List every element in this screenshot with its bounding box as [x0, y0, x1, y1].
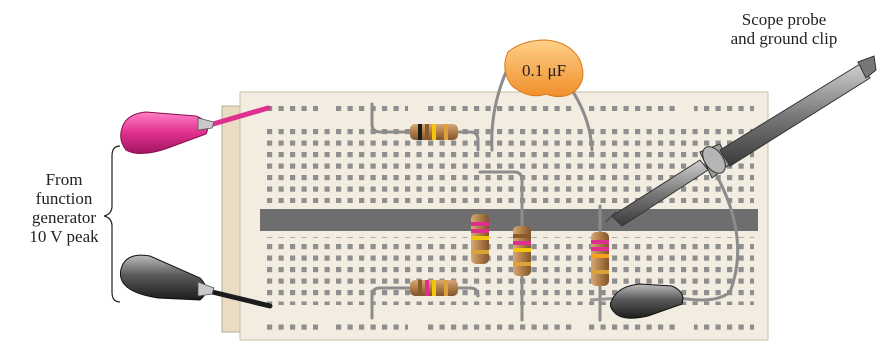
breadboard [221, 91, 769, 341]
source-label-line: 10 V peak [29, 227, 99, 246]
scope-probe-label: Scope probe and ground clip [724, 10, 844, 48]
resistor-vertical-1 [471, 214, 489, 264]
black-alligator-clip [119, 254, 273, 309]
source-label-line: From [45, 170, 83, 189]
capacitor-lead-left [490, 70, 508, 152]
probe-label-line: and ground clip [730, 29, 838, 48]
capacitor: 0.1 μF [504, 39, 584, 98]
resistor-top [410, 124, 458, 140]
wire-mid-1 [478, 170, 524, 228]
wires [370, 70, 740, 322]
wire-top-resistor-right [456, 130, 480, 152]
wire-bottom-right [456, 286, 480, 298]
source-label-line: generator [31, 208, 97, 227]
probe-label-line: Scope probe [741, 10, 827, 29]
wire-top-left [370, 102, 412, 134]
center-channel [260, 209, 758, 231]
wire-bottom-left [370, 286, 412, 320]
resistor-vertical-2 [513, 226, 531, 276]
resistor-bottom [410, 280, 458, 296]
red-alligator-clip [120, 105, 271, 154]
source-label-line: function [35, 189, 93, 208]
scope-probe [605, 55, 877, 227]
function-generator-label: From function generator 10 V peak [8, 170, 120, 246]
source-brace [103, 145, 121, 303]
capacitor-label: 0.1 μF [522, 61, 566, 80]
ground-clip-lead [678, 176, 740, 302]
scope-ground-clip [589, 283, 684, 319]
resistor-vertical-3 [591, 232, 609, 286]
